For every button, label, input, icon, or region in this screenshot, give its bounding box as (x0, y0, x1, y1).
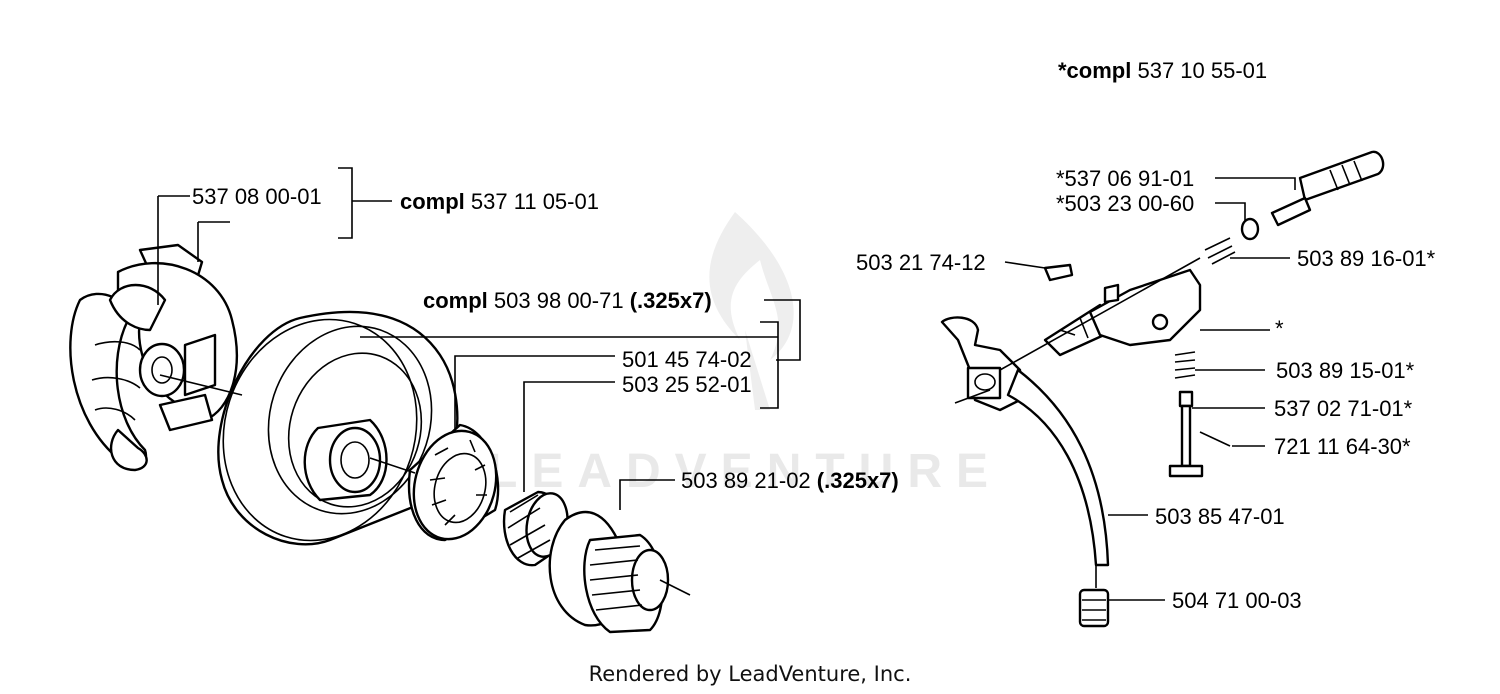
watermark-text: LEADVENTURE (488, 445, 1003, 498)
clutch-drum-drawing (217, 310, 459, 546)
label-drive-washer: 503 89 21-02 (.325x7) (681, 468, 899, 494)
compl-number: 537 10 55-01 (1137, 58, 1268, 83)
oil-filter-drawing (1078, 565, 1110, 628)
label-spring: 503 89 15-01* (1276, 358, 1415, 383)
label-pump-compl: *compl 537 10 55-01 (1058, 58, 1267, 84)
plunger-drawing (1168, 351, 1231, 478)
pump-body-drawing (940, 257, 1201, 412)
label-oil-hose: 503 85 47-01 (1155, 504, 1285, 529)
pump-housing-drawing (1043, 263, 1202, 357)
rim-sprocket-drawing (407, 423, 500, 542)
label-top-spring: 503 89 16-01* (1297, 246, 1436, 271)
label-pin: 721 11 64-30* (1274, 434, 1411, 459)
label-rim-sprocket: 501 45 74-02 (622, 347, 752, 372)
label-pump-housing: * (1275, 316, 1284, 341)
compl-number: 503 98 00-71 (493, 288, 624, 313)
oil-hose-drawing (1006, 368, 1110, 567)
label-screw: 503 21 74-12 (856, 250, 986, 275)
watermark-flame-icon (709, 212, 794, 410)
compl-number: 537 11 05-01 (470, 189, 599, 214)
pump-shaft-drawing (1204, 150, 1385, 265)
label-plunger: 537 02 71-01* (1274, 396, 1413, 421)
label-drum-compl: compl 503 98 00-71 (.325x7) (423, 288, 712, 314)
label-oil-filter: 504 71 00-03 (1172, 588, 1302, 613)
clutch-shoe-drawing (69, 243, 238, 472)
label-pump-washer: *503 23 00-60 (1056, 191, 1195, 216)
label-needle-bearing: 503 25 52-01 (622, 372, 752, 397)
footer-credit: Rendered by LeadVenture, Inc. (588, 662, 912, 686)
compl-word: compl (423, 288, 488, 313)
spec-text: (.325x7) (816, 468, 899, 493)
label-pump-shaft: *537 06 91-01 (1056, 166, 1195, 191)
spec-text: (.325x7) (629, 288, 712, 313)
compl-word: *compl (1058, 58, 1132, 83)
label-clutch-part: 537 08 00-01 (192, 184, 322, 209)
compl-word: compl (400, 189, 465, 214)
label-clutch-compl: compl 537 11 05-01 (400, 189, 599, 215)
drive-washer-drawing (548, 510, 691, 634)
part-number: 503 89 21-02 (681, 468, 811, 493)
